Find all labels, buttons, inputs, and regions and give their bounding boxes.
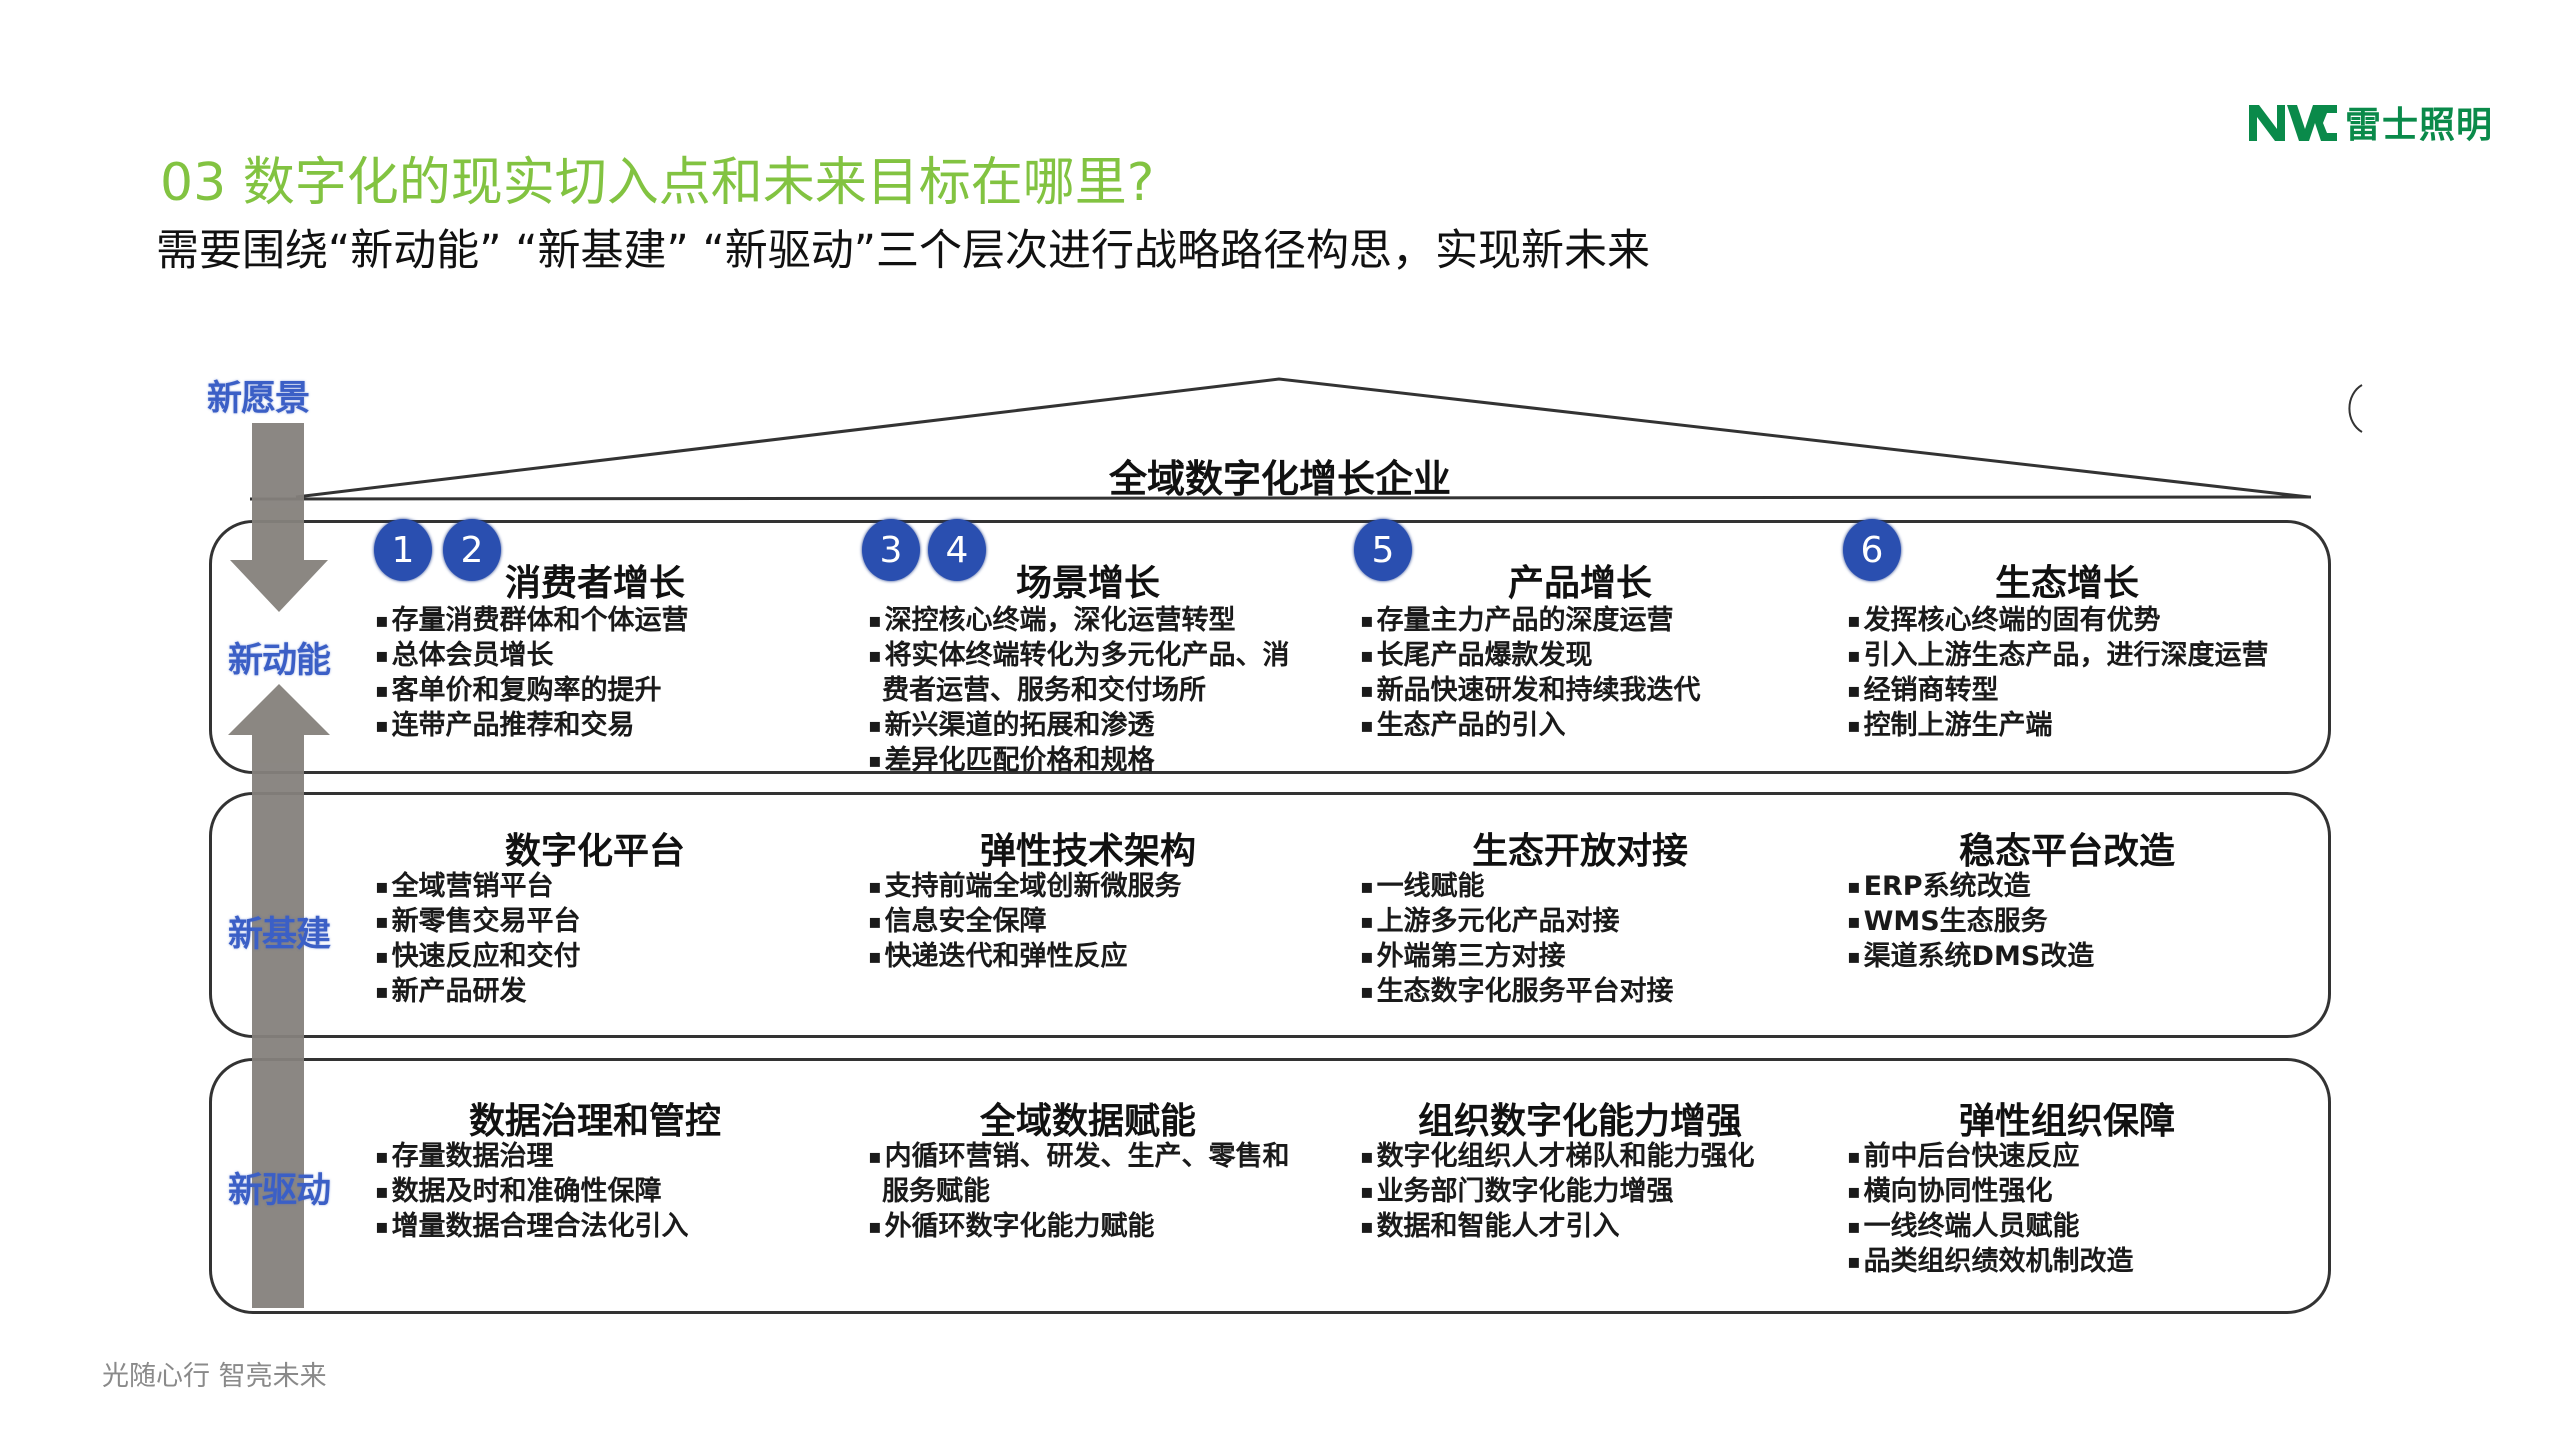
number-badge: 1 [374,519,432,581]
bullet-item: 长尾产品爆款发现 [1360,638,1701,673]
bullet-item: 数字化组织人才梯队和能力强化 [1360,1139,1755,1174]
bullet-list: 数字化组织人才梯队和能力强化业务部门数字化能力增强数据和智能人才引入 [1360,1139,1755,1244]
bullet-item: 费者运营、服务和交付场所 [882,675,1206,706]
roof-title: 全域数字化增长企业 [1108,457,1451,501]
column-title: 消费者增长 [504,563,685,604]
bullet-item: 内循环营销、研发、生产、零售和 [868,1139,1290,1174]
column-title: 稳态平台改造 [1958,831,2175,872]
number-badge: 6 [1843,519,1901,581]
bullet-item: 一线终端人员赋能 [1847,1209,2134,1244]
layer-label: 新动能 [228,641,331,681]
bullet-item: 快递迭代和弹性反应 [868,939,1182,974]
bullet-item: 新兴渠道的拓展和渗透 [868,708,1290,743]
column-title: 弹性组织保障 [1958,1101,2175,1142]
bullet-item: 引入上游生态产品，进行深度运营 [1847,638,2269,673]
logo-text: 雷士照明 [2345,105,2494,146]
bullet-item: 控制上游生产端 [1847,708,2269,743]
bullet-item: ERP系统改造 [1847,869,2094,904]
bullet-item: 前中后台快速反应 [1847,1139,2134,1174]
bullet-item: 数据及时和准确性保障 [375,1174,689,1209]
bullet-item: 全域营销平台 [375,869,581,904]
bullet-list: 内循环营销、研发、生产、零售和服务赋能外循环数字化能力赋能 [868,1139,1290,1244]
bullet-list: 深控核心终端，深化运营转型将实体终端转化为多元化产品、消费者运营、服务和交付场所… [868,603,1290,778]
bullet-list: 发挥核心终端的固有优势引入上游生态产品，进行深度运营经销商转型控制上游生产端 [1847,603,2269,743]
bullet-list: 存量消费群体和个体运营总体会员增长客单价和复购率的提升连带产品推荐和交易 [375,603,689,743]
page-title: 03 数字化的现实切入点和未来目标在哪里? [160,153,1155,213]
bullet-list: 全域营销平台新零售交易平台快速反应和交付新产品研发 [375,869,581,1009]
bullet-list: 存量数据治理数据及时和准确性保障增量数据合理合法化引入 [375,1139,689,1244]
bullet-item: 差异化匹配价格和规格 [868,743,1290,778]
column-title: 弹性技术架构 [979,831,1196,872]
column-title: 生态开放对接 [1471,831,1688,872]
nvc-logo-mark-icon [2249,105,2337,141]
layer-label: 新驱动 [228,1171,331,1211]
bullet-item: 服务赋能 [882,1176,990,1207]
bullet-item: 一线赋能 [1360,869,1674,904]
bullet-item: 外端第三方对接 [1360,939,1674,974]
bullet-item: 生态产品的引入 [1360,708,1701,743]
bullet-item: 经销商转型 [1847,673,2269,708]
bullet-item: 新产品研发 [375,974,581,1009]
vision-label: 新愿景 [207,379,310,419]
bullet-item: 横向协同性强化 [1847,1174,2134,1209]
bullet-item: 深控核心终端，深化运营转型 [868,603,1290,638]
bullet-item: 总体会员增长 [375,638,689,673]
bullet-list: ERP系统改造WMS生态服务渠道系统DMS改造 [1847,869,2095,974]
column-title: 数据治理和管控 [468,1101,721,1142]
bullet-item: 快速反应和交付 [375,939,581,974]
bullet-item: 外循环数字化能力赋能 [868,1209,1290,1244]
partial-circle-icon [2348,384,2363,433]
column-title: 数字化平台 [504,831,685,872]
bullet-item: WMS生态服务 [1847,904,2094,939]
bullet-item: 支持前端全域创新微服务 [868,869,1182,904]
brand-logo: 雷士照明 [2247,96,2493,148]
bullet-list: 前中后台快速反应横向协同性强化一线终端人员赋能品类组织绩效机制改造 [1847,1139,2134,1279]
bullet-item: 连带产品推荐和交易 [375,708,689,743]
bullet-item: 新零售交易平台 [375,904,581,939]
bullet-item: 渠道系统DMS改造 [1847,939,2095,974]
footer-slogan: 光随心行 智亮未来 [102,1361,327,1392]
bullet-item: 品类组织绩效机制改造 [1847,1244,2134,1279]
bullet-item: 存量主力产品的深度运营 [1360,603,1701,638]
column-title: 产品增长 [1507,563,1652,604]
layer-label: 新基建 [228,915,331,955]
page-subtitle: 需要围绕“新动能” “新基建” “新驱动”三个层次进行战略路径构思，实现新未来 [156,226,1650,276]
column-title: 全域数据赋能 [979,1101,1196,1142]
bullet-item: 新品快速研发和持续我迭代 [1360,673,1701,708]
bullet-item: 业务部门数字化能力增强 [1360,1174,1755,1209]
column-title: 生态增长 [1994,563,2139,604]
bullet-item: 增量数据合理合法化引入 [375,1209,689,1244]
bullet-item: 生态数字化服务平台对接 [1360,974,1674,1009]
column-title: 组织数字化能力增强 [1417,1101,1742,1142]
bullet-item: 数据和智能人才引入 [1360,1209,1755,1244]
bullet-item: 存量消费群体和个体运营 [375,603,689,638]
number-badge: 2 [443,519,501,581]
bullet-item: 客单价和复购率的提升 [375,673,689,708]
number-badge: 4 [928,519,986,581]
number-badge: 3 [862,519,920,581]
bullet-list: 支持前端全域创新微服务信息安全保障快递迭代和弹性反应 [868,869,1182,974]
bullet-item: 将实体终端转化为多元化产品、消 [868,638,1290,673]
column-title: 场景增长 [1015,563,1160,604]
number-badge: 5 [1354,519,1412,581]
bullet-item: 信息安全保障 [868,904,1182,939]
bullet-list: 存量主力产品的深度运营长尾产品爆款发现新品快速研发和持续我迭代生态产品的引入 [1360,603,1701,743]
bullet-list: 一线赋能上游多元化产品对接外端第三方对接生态数字化服务平台对接 [1360,869,1674,1009]
bullet-item: 上游多元化产品对接 [1360,904,1674,939]
bullet-item: 存量数据治理 [375,1139,689,1174]
bullet-item: 发挥核心终端的固有优势 [1847,603,2269,638]
